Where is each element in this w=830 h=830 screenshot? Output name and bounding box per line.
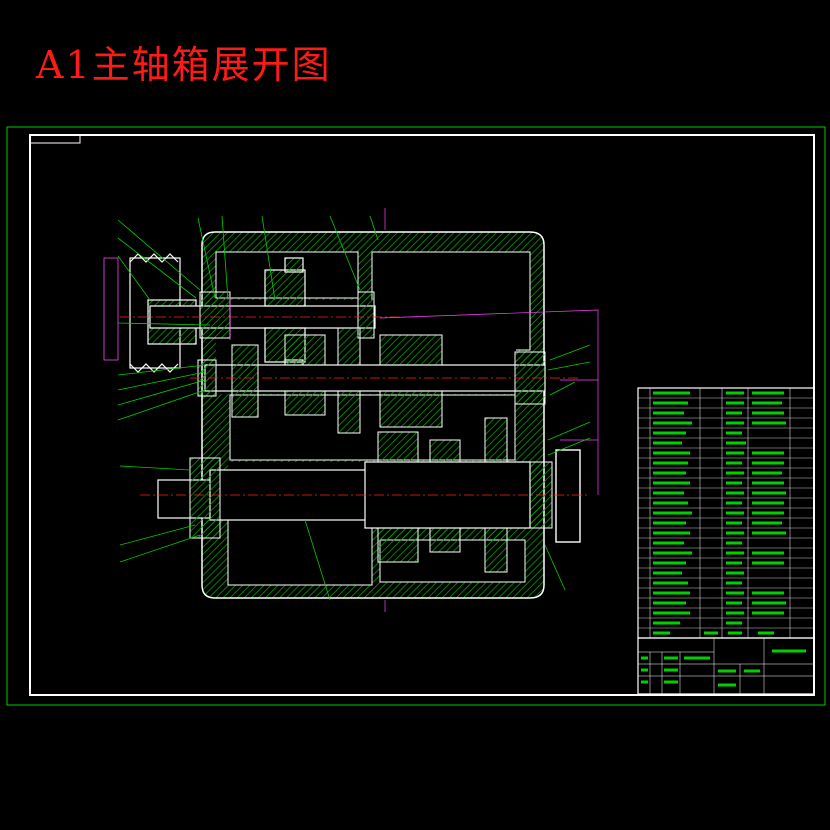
parts-list-table: [637, 387, 815, 639]
title-block: [637, 637, 815, 695]
input-shaft: [149, 291, 376, 339]
centerlines: [120, 316, 590, 496]
drawing-title: A1主轴箱展开图: [36, 43, 332, 87]
leader-lines: [117, 215, 591, 601]
dimension-lines: [229, 208, 599, 612]
corner-tag: [30, 135, 81, 144]
outer-frame: [6, 126, 826, 706]
